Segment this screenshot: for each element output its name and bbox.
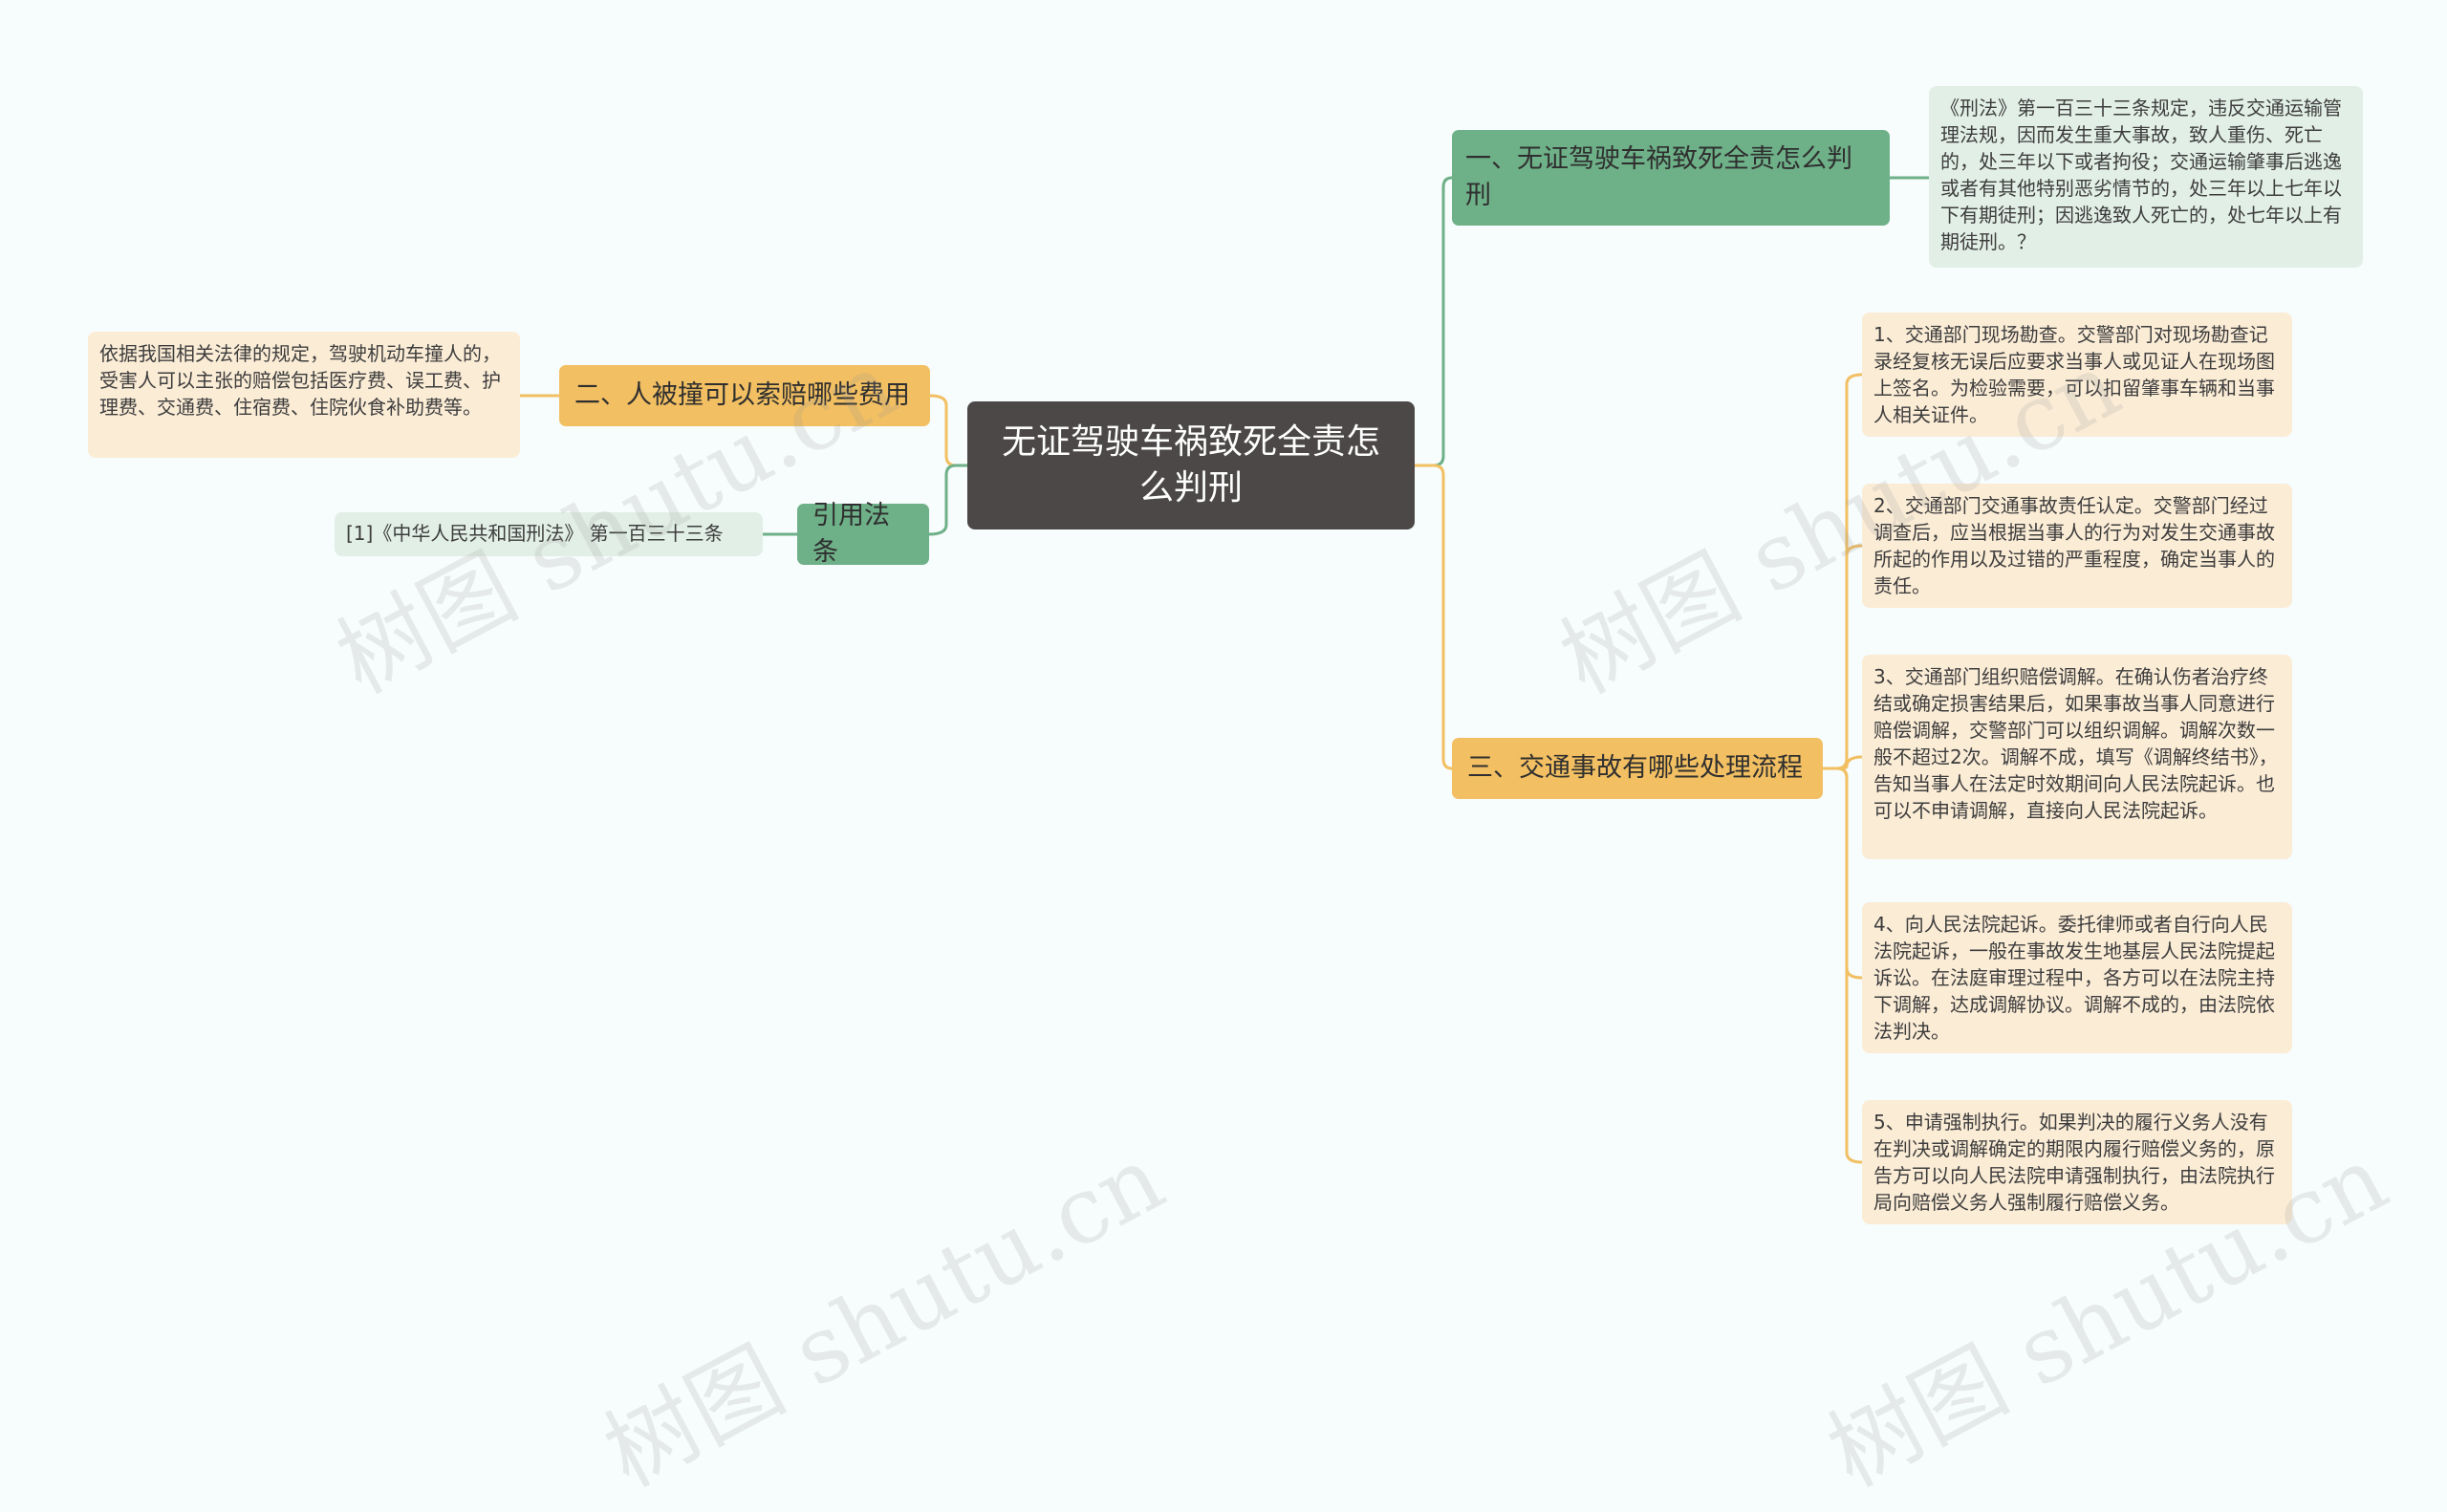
connector-branch-3-to-step-5 <box>1821 767 1864 1164</box>
branch-3-label: 三、交通事故有哪些处理流程 <box>1467 753 1803 783</box>
central-topic[interactable]: 无证驾驶车祸致死全责怎么判刑 <box>967 401 1415 529</box>
connector-central-to-branch-2 <box>928 394 969 467</box>
connector-branch-3-to-step-4 <box>1821 767 1864 980</box>
branch-4-reference[interactable]: [1]《中华人民共和国刑法》 第一百三十三条 <box>335 512 763 556</box>
branch-1-label: 一、无证驾驶车祸致死全责怎么判刑 <box>1465 144 1852 210</box>
connector-central-to-branch-1 <box>1413 176 1454 467</box>
process-step-5[interactable]: 5、申请强制执行。如果判决的履行义务人没有在判决或调解确定的期限内履行赔偿义务的… <box>1862 1100 2292 1224</box>
connector-central-to-branch-4 <box>927 464 969 536</box>
central-topic-label: 无证驾驶车祸致死全责怎么判刑 <box>1001 422 1380 508</box>
branch-2-detail-text: 依据我国相关法律的规定，驾驶机动车撞人的，受害人可以主张的赔偿包括医疗费、误工费… <box>99 342 501 419</box>
branch-4-label: 引用法条 <box>812 501 890 567</box>
process-step-2[interactable]: 2、交通部门交通事故责任认定。交警部门经过调查后，应当根据当事人的行为对发生交通… <box>1862 484 2292 608</box>
process-step-3-text: 3、交通部门组织赔偿调解。在确认伤者治疗终结或确定损害结果后，如果事故当事人同意… <box>1873 665 2278 822</box>
branch-3-node[interactable]: 三、交通事故有哪些处理流程 <box>1452 738 1823 799</box>
connector-branch-3-to-step-2 <box>1821 544 1864 770</box>
process-step-2-text: 2、交通部门交通事故责任认定。交警部门经过调查后，应当根据当事人的行为对发生交通… <box>1873 494 2275 597</box>
connector-central-to-branch-3 <box>1413 464 1454 770</box>
branch-1-detail[interactable]: 《刑法》第一百三十三条规定，违反交通运输管理法规，因而发生重大事故，致人重伤、死… <box>1929 86 2363 268</box>
process-step-4[interactable]: 4、向人民法院起诉。委托律师或者自行向人民法院起诉，一般在事故发生地基层人民法院… <box>1862 902 2292 1053</box>
connector-branch-3-to-step-1 <box>1821 373 1864 770</box>
process-step-4-text: 4、向人民法院起诉。委托律师或者自行向人民法院起诉，一般在事故发生地基层人民法院… <box>1873 913 2275 1043</box>
process-step-1[interactable]: 1、交通部门现场勘查。交警部门对现场勘查记录经复核无误后应要求当事人或见证人在现… <box>1862 313 2292 437</box>
branch-4-reference-text: [1]《中华人民共和国刑法》 第一百三十三条 <box>346 522 724 545</box>
branch-1-detail-text: 《刑法》第一百三十三条规定，违反交通运输管理法规，因而发生重大事故，致人重伤、死… <box>1940 97 2342 253</box>
branch-1-node[interactable]: 一、无证驾驶车祸致死全责怎么判刑 <box>1452 130 1890 226</box>
branch-4-node[interactable]: 引用法条 <box>797 501 929 567</box>
branch-2-label: 二、人被撞可以索赔哪些费用 <box>574 380 910 410</box>
process-step-5-text: 5、申请强制执行。如果判决的履行义务人没有在判决或调解确定的期限内履行赔偿义务的… <box>1873 1111 2275 1214</box>
branch-2-detail[interactable]: 依据我国相关法律的规定，驾驶机动车撞人的，受害人可以主张的赔偿包括医疗费、误工费… <box>88 332 520 458</box>
branch-2-node[interactable]: 二、人被撞可以索赔哪些费用 <box>559 365 930 426</box>
process-step-3[interactable]: 3、交通部门组织赔偿调解。在确认伤者治疗终结或确定损害结果后，如果事故当事人同意… <box>1862 655 2292 859</box>
connector-lines <box>518 176 1931 1164</box>
process-step-1-text: 1、交通部门现场勘查。交警部门对现场勘查记录经复核无误后应要求当事人或见证人在现… <box>1873 323 2275 426</box>
